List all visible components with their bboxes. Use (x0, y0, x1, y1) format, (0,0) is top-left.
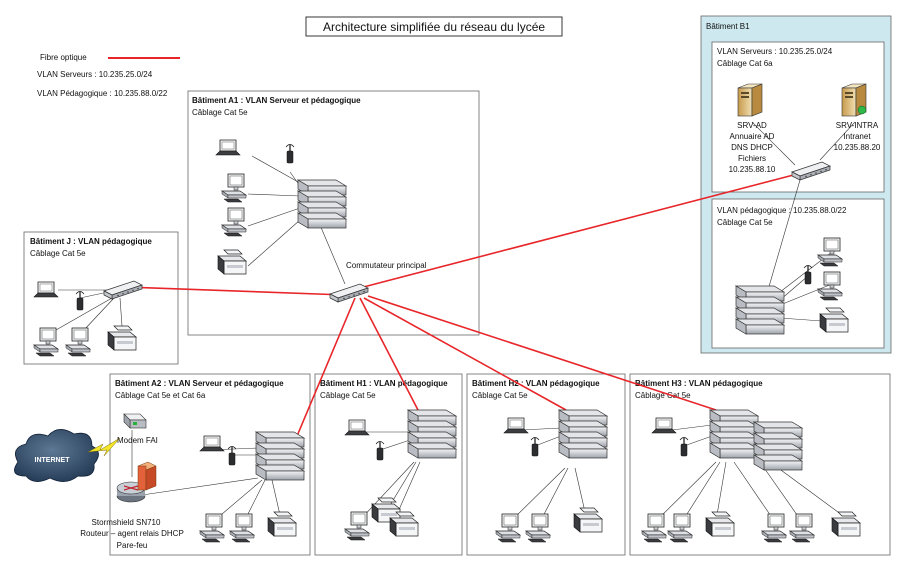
building-h3-cabling: Câblage Cat 5e (635, 391, 691, 400)
legend-fiber-label: Fibre optique (40, 53, 87, 62)
srv-ad-role-3: Fichiers (738, 154, 766, 163)
h1-wifi-ap-icon (375, 440, 385, 461)
b1-servers-vlan-title: VLAN Serveurs : 10.235.25.0/24 (717, 47, 833, 56)
firewall-label-2: Routeur – agent relais DHCP (80, 529, 184, 538)
a2-pc-icon-2 (229, 513, 255, 543)
h1-pc-icon (344, 511, 370, 541)
j-pc-icon-2 (65, 327, 91, 357)
h2-laptop-icon (503, 417, 529, 434)
b1-peda-cabling: Câblage Cat 5e (717, 218, 773, 227)
building-h2 (466, 373, 626, 556)
a1-wifi-ap-icon (285, 143, 295, 164)
srv-intra-ip: 10.235.88.20 (834, 143, 881, 152)
building-a2 (109, 373, 311, 556)
firewall-icon (137, 461, 157, 491)
srv-ad-role-2: DNS DHCP (731, 143, 773, 152)
building-a1 (187, 90, 480, 336)
j-switch-icon (103, 280, 143, 300)
j-pc-icon-1 (33, 327, 59, 357)
building-a1-title: Bâtiment A1 : VLAN Serveur et pédagogiqu… (192, 96, 361, 105)
building-h3-title: Bâtiment H3 : VLAN pédagogique (635, 379, 763, 388)
firewall-label-1: Stormshield SN710 (92, 518, 161, 527)
building-j (23, 231, 179, 365)
srv-intra-name: SRV-INTRA (836, 121, 879, 130)
a1-pc-icon-2 (221, 207, 247, 237)
b1-servers-cabling: Câblage Cat 6a (717, 59, 773, 68)
h2-pc-icon-1 (495, 513, 521, 543)
internet-cloud-icon (14, 429, 99, 482)
building-b1-title: Bâtiment B1 (706, 22, 750, 31)
building-h2-cabling: Câblage Cat 5e (472, 391, 528, 400)
fiber-links (124, 171, 806, 449)
a2-switch-stack-icon (255, 431, 305, 481)
b1-peda-vlan-title: VLAN pédagogique : 10.235.88.0/22 (717, 206, 847, 215)
b1-servers-vlan-box (711, 41, 885, 193)
h2-wifi-ap-icon (530, 436, 540, 457)
srv-ad-server-icon (737, 83, 763, 117)
h1-laptop-icon (344, 419, 370, 436)
globe-icon (857, 105, 867, 115)
firewall-label-3: Pare-feu (117, 541, 148, 550)
a2-printer-icon (267, 511, 297, 537)
b1-switch-stack-icon (735, 285, 785, 335)
h3-pc-icon-4 (789, 513, 815, 543)
srv-ad-name: SRV-AD (737, 121, 767, 130)
fiber-to-j (124, 286, 346, 296)
h3-switch-stack-icon-1 (709, 409, 759, 459)
h1-switch-stack-icon (407, 409, 457, 459)
h3-switch-stack-icon-2 (753, 421, 803, 471)
internet-label: INTERNET (35, 457, 71, 464)
j-wifi-ap-icon (75, 290, 85, 311)
fiber-to-b1 (351, 171, 806, 291)
h3-pc-icon-2 (667, 513, 693, 543)
a1-switch-stack-icon (297, 179, 347, 229)
fiber-to-h3 (367, 295, 717, 411)
fiber-to-a2 (291, 297, 356, 449)
building-a1-cabling: Câblage Cat 5e (192, 108, 248, 117)
building-j-cabling: Câblage Cat 5e (30, 249, 86, 258)
a2-laptop-icon (199, 435, 225, 452)
h3-wifi-ap-icon (679, 436, 689, 457)
h3-pc-icon-1 (641, 513, 667, 543)
srv-ad-ip: 10.235.88.10 (729, 165, 776, 174)
legend-vlan-servers: VLAN Serveurs : 10.235.25.0/24 (37, 70, 153, 79)
j-laptop-icon (33, 281, 59, 298)
title-box (305, 16, 563, 37)
modem-icon (123, 413, 147, 429)
building-h1 (314, 373, 463, 556)
lightning-bolt-icon (87, 437, 121, 457)
modem-label: Modem FAI (117, 436, 158, 445)
main-switch-icon (329, 283, 369, 303)
h3-laptop-icon (651, 417, 677, 434)
srv-intra-role: Intranet (843, 132, 871, 141)
h3-pc-icon-3 (761, 513, 787, 543)
h3-printer-icon-2 (831, 511, 861, 537)
a2-pc-icon-1 (199, 513, 225, 543)
copper-links (55, 121, 856, 523)
building-h1-cabling: Câblage Cat 5e (320, 391, 376, 400)
h2-pc-icon-2 (525, 513, 551, 543)
legend-vlan-peda: VLAN Pédagogique : 10.235.88.0/22 (37, 89, 168, 98)
building-h2-title: Bâtiment H2 : VLAN pédagogique (472, 379, 600, 388)
j-printer-icon (107, 325, 137, 351)
fiber-to-h1 (359, 297, 419, 411)
building-h3 (629, 373, 891, 556)
fiber-to-h2 (363, 297, 567, 411)
building-j-title: Bâtiment J : VLAN pédagogique (30, 237, 152, 246)
h2-switch-stack-icon (558, 409, 608, 459)
a1-printer-icon (217, 249, 247, 275)
page-title: Architecture simplifiée du réseau du lyc… (323, 20, 545, 34)
a1-laptop-icon (215, 139, 241, 156)
main-switch-label: Commutateur principal (346, 261, 427, 270)
building-a2-cabling: Câblage Cat 5e et Cat 6a (115, 391, 206, 400)
a1-pc-icon-1 (221, 173, 247, 203)
h3-printer-icon-1 (705, 511, 735, 537)
h2-printer-icon (573, 507, 603, 533)
srv-ad-role-1: Annuaire AD (730, 132, 775, 141)
building-h1-title: Bâtiment H1 : VLAN pédagogique (320, 379, 448, 388)
building-a2-title: Bâtiment A2 : VLAN Serveur et pédagogiqu… (115, 379, 284, 388)
